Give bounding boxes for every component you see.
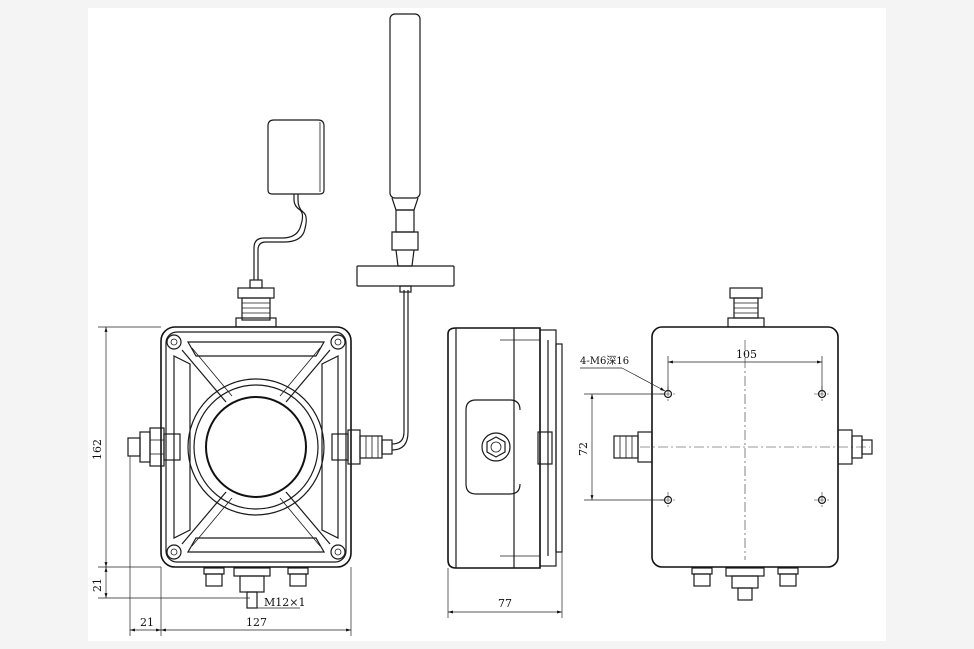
dim-width — [129, 456, 352, 636]
front-enclosure — [160, 326, 352, 568]
gps-antenna — [249, 119, 325, 289]
dim-depth — [447, 552, 563, 618]
dim-label-hole-h: 105 — [736, 348, 757, 361]
dim-label-width: 127 — [246, 616, 267, 629]
side-view: 77 — [447, 327, 563, 618]
dim-height — [98, 326, 161, 568]
dim-label-height: 162 — [91, 439, 104, 460]
dim-label-left-offset: 21 — [140, 616, 154, 629]
dim-label-hole-v: 72 — [577, 442, 590, 456]
bottom-connectors — [203, 567, 309, 609]
dim-label-depth: 77 — [498, 597, 512, 610]
top-connector — [235, 287, 277, 328]
whip-antenna — [356, 13, 455, 293]
hole-callout-leader — [621, 367, 666, 392]
rear-view: 105 72 4-M6深16 — [577, 287, 873, 601]
dim-label-bottom-offset: 21 — [91, 578, 104, 592]
hole-callout: 4-M6深16 — [580, 355, 629, 367]
dim-hole-h — [667, 356, 823, 390]
left-gland — [127, 427, 181, 467]
right-connector — [331, 290, 409, 465]
thread-callout: M12×1 — [264, 596, 305, 609]
front-view: 162 21 21 127 M12×1 — [91, 13, 455, 636]
dim-hole-v — [584, 393, 664, 501]
dim-bottom-offset — [98, 567, 250, 599]
